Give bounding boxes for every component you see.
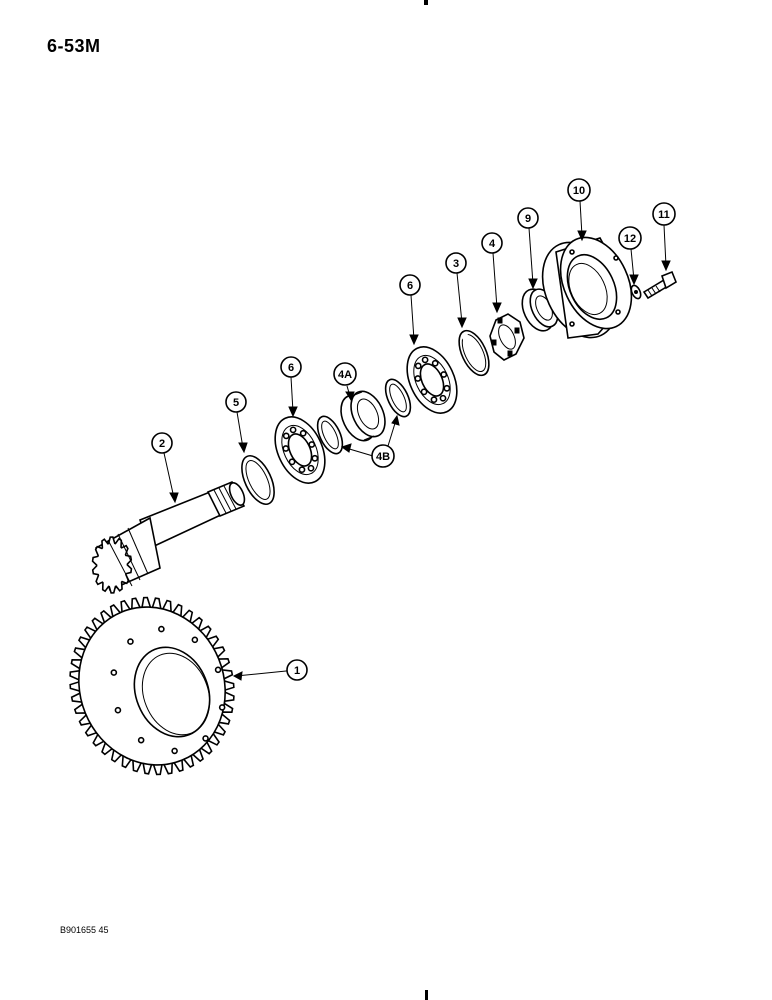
leader-9: [528, 227, 534, 285]
bearing-6-left: [274, 416, 326, 484]
pinion-shaft: [91, 480, 246, 594]
callout-5: 5: [225, 391, 247, 413]
svg-text:4A: 4A: [338, 369, 352, 381]
svg-text:1: 1: [294, 665, 300, 677]
page-number: 6-53M: [47, 36, 101, 56]
shim-5: [241, 455, 275, 505]
callout-10: 10: [567, 178, 591, 202]
top-edge-mark: [424, 0, 428, 5]
housing-10: [541, 236, 633, 339]
svg-text:12: 12: [624, 233, 636, 245]
leader-2: [163, 452, 175, 499]
callout-1: 1: [286, 659, 308, 681]
svg-text:4: 4: [489, 238, 496, 250]
callout-4b: 4B: [371, 444, 395, 468]
callout-2: 2: [151, 432, 173, 454]
leader-3: [456, 272, 463, 324]
callout-4: 4: [481, 232, 503, 254]
svg-text:10: 10: [573, 185, 585, 197]
leader-4: [492, 252, 498, 309]
callout-11: 11: [652, 202, 676, 226]
callout-4a: 4A: [333, 362, 357, 386]
callout-6-right: 6: [399, 274, 421, 296]
figure-code: B901655 45: [60, 925, 109, 935]
svg-text:6: 6: [288, 362, 294, 374]
bolt-11: [642, 270, 677, 300]
leader-4b-a: [345, 447, 374, 457]
callout-9: 9: [517, 207, 539, 229]
bearing-6-right: [406, 346, 458, 414]
ring-gear: [69, 596, 235, 776]
svg-text:2: 2: [159, 438, 165, 450]
callout-6-left: 6: [280, 356, 302, 378]
spacer-4a: [340, 390, 386, 442]
leader-1: [235, 669, 297, 677]
callout-3: 3: [445, 252, 467, 274]
svg-text:4B: 4B: [376, 451, 390, 463]
svg-text:5: 5: [233, 397, 239, 409]
leader-10: [579, 200, 583, 237]
snap-ring-3: [458, 329, 490, 377]
callout-12: 12: [618, 226, 642, 250]
leader-lines: [163, 200, 671, 681]
svg-text:6: 6: [407, 280, 413, 292]
leader-6a: [290, 376, 294, 413]
washer-4b-right: [384, 378, 412, 418]
leader-4b-b: [387, 419, 397, 447]
svg-text:9: 9: [525, 213, 531, 225]
leader-11: [663, 224, 667, 267]
washer-12: [630, 284, 642, 300]
slotted-nut-4: [489, 313, 525, 361]
leader-5: [236, 411, 244, 449]
leader-6b: [410, 294, 415, 341]
svg-text:11: 11: [658, 209, 670, 221]
svg-text:3: 3: [453, 258, 459, 270]
bottom-edge-mark: [425, 990, 428, 1000]
washer-4b-left: [316, 415, 344, 455]
